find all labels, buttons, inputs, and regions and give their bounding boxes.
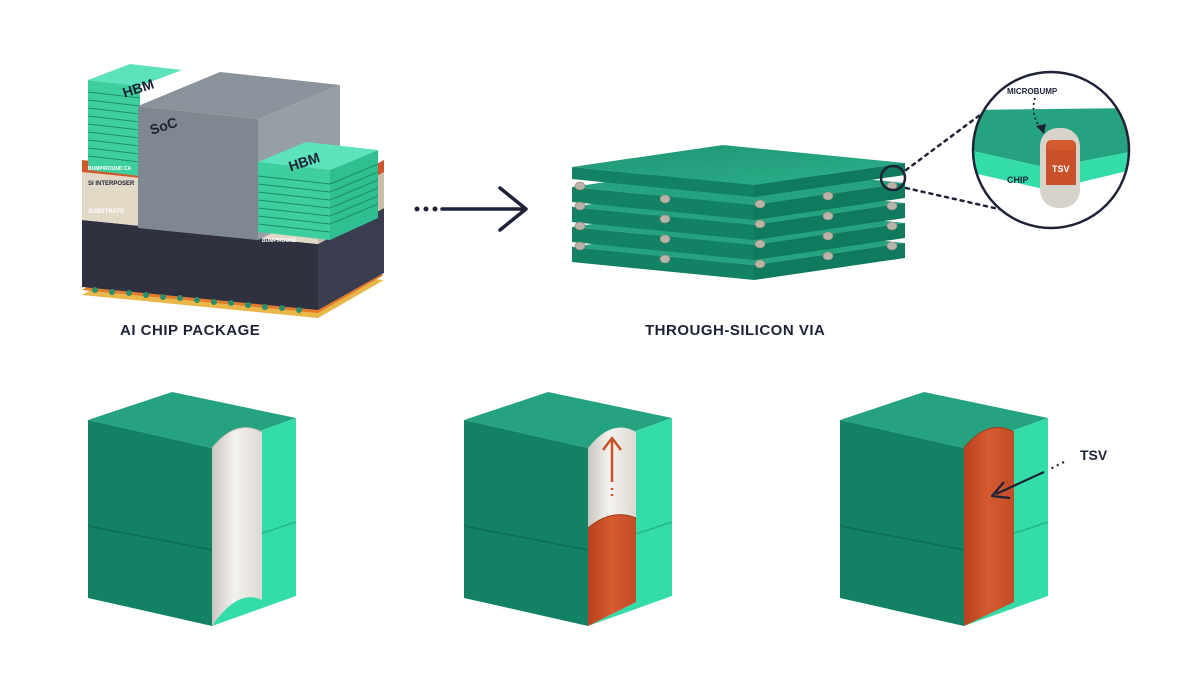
chip-layer-1 xyxy=(572,145,905,197)
hbm-left-top xyxy=(88,64,182,86)
microbump-label: MICROBUMP xyxy=(1007,87,1058,96)
process-block-fill xyxy=(463,392,673,626)
substrate-front xyxy=(82,220,318,310)
soc-front xyxy=(138,106,258,240)
bump-top-label: BUMP/ROUND CA xyxy=(88,166,131,172)
bump-right-label: BUMP/ROUND xyxy=(262,238,297,244)
si-interposer-label: SI INTERPOSER xyxy=(88,181,135,187)
tsv-final-label: TSV xyxy=(1080,447,1108,463)
zoom-inset-ring xyxy=(971,70,1131,230)
hbm-right-top xyxy=(258,142,378,170)
zoom-inset: MICROBUMP CHIP TSV xyxy=(971,70,1131,230)
hbm-left-layers xyxy=(87,91,141,163)
process-block-tsv: TSV xyxy=(839,392,1108,626)
solder-ball-row xyxy=(92,287,302,313)
soc-top xyxy=(138,72,340,119)
process-block-etch xyxy=(87,392,297,626)
chip-stack: THROUGH-SILICON VIA xyxy=(572,113,1014,339)
chip-label: CHIP xyxy=(1007,175,1029,185)
caption-through-silicon-via: THROUGH-SILICON VIA xyxy=(645,322,825,339)
hbm-right-side xyxy=(330,150,378,240)
caption-ai-chip-package: AI CHIP PACKAGE xyxy=(120,322,260,339)
hbm-right-layers xyxy=(257,163,379,233)
tsv-inset-label: TSV xyxy=(1052,164,1070,174)
substrate-side xyxy=(318,208,384,310)
microbumps xyxy=(574,181,898,269)
flow-arrow xyxy=(414,186,528,232)
zoom-highlight-circle xyxy=(879,164,907,192)
ai-chip-package: HBM SoC HBM BUMP/ROUND CA BUMP/ROUND SI … xyxy=(82,64,384,339)
substrate-label: SUBSTRATE xyxy=(88,209,124,215)
